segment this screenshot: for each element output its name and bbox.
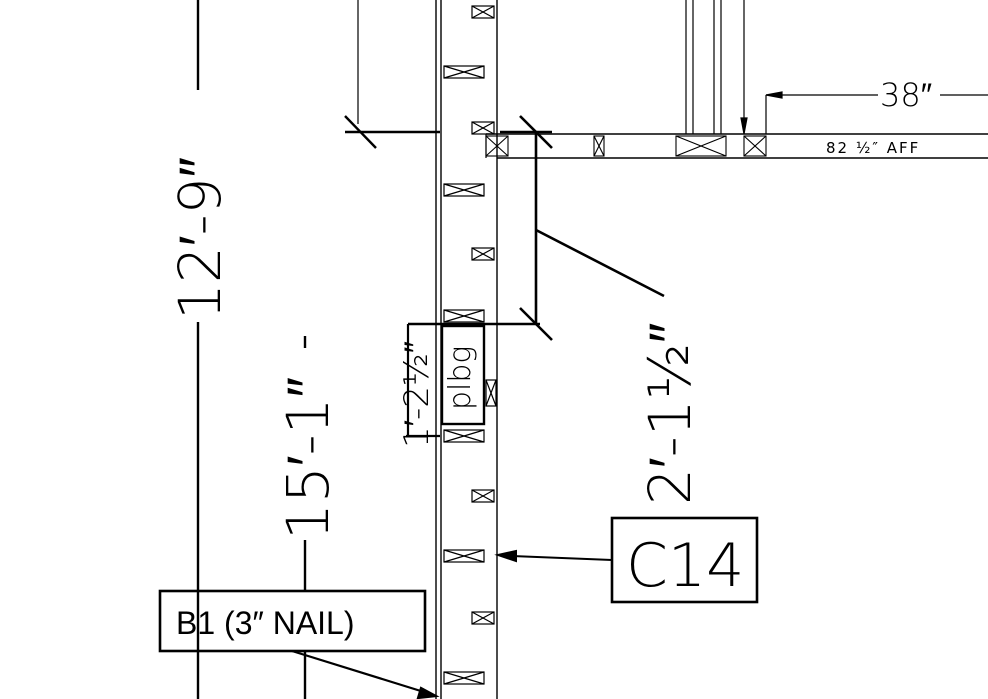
dim-2-1-half-text: 2′-1½″ — [636, 323, 704, 505]
dim-15-1-text: 15′-1″ — [274, 377, 342, 540]
b1-leader — [291, 649, 440, 699]
wall-blocking — [443, 5, 497, 685]
plbg-box — [440, 324, 486, 426]
cripple-studs — [357, 0, 722, 134]
aff-label: 82 ½″ AFF — [826, 139, 920, 157]
dim-2-1-half — [408, 115, 665, 341]
header-beam — [485, 133, 988, 159]
b1-box — [158, 589, 427, 653]
dim-1-2-half-text: 1′-2½″ — [397, 341, 437, 448]
plbg-label: plbg — [443, 346, 478, 410]
dim-38-text: 38″ — [880, 76, 932, 114]
dim-38 — [740, 0, 988, 135]
dim-1-2-half — [406, 324, 440, 438]
dim-12-9-text: 12′-9″ — [166, 157, 234, 320]
c14-leader — [494, 549, 613, 563]
b1-label: B1 (3″ NAIL) — [176, 605, 355, 641]
c14-label: C14 — [626, 531, 744, 601]
